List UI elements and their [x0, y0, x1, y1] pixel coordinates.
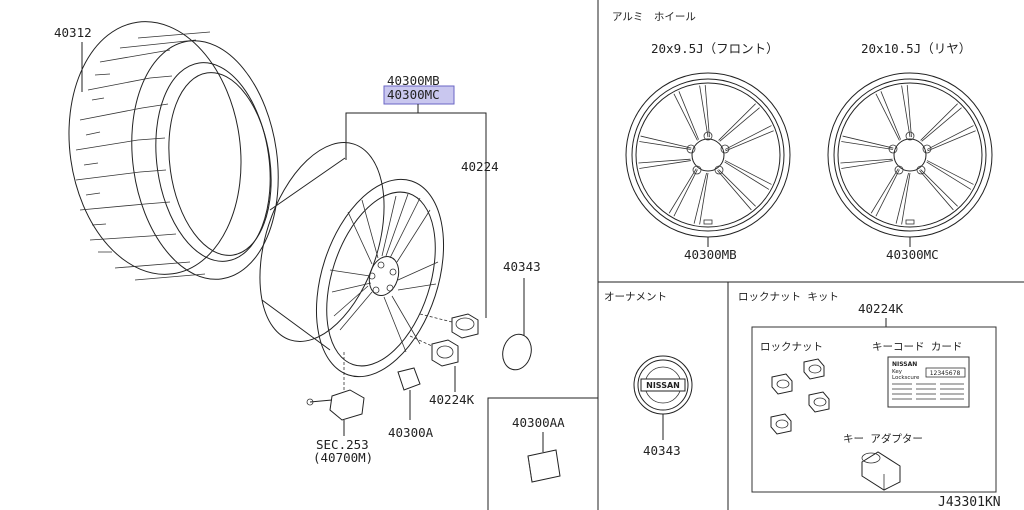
- tire-illustration: [68, 21, 279, 281]
- lock-nut-part-label: 40224K: [429, 392, 475, 407]
- rear-wheel-drawing: [827, 72, 993, 238]
- lock-nuts-illustration: [770, 358, 830, 435]
- card-line1-text: Key: [892, 369, 903, 375]
- wheel-mc-highlight: [383, 85, 455, 105]
- lock-nut-kit-box: [751, 326, 997, 493]
- lock-nut-sub-label: ロックナット: [760, 341, 823, 353]
- lock-nut-kit-title: ロックナット キット: [738, 291, 839, 303]
- ornament-illustration: NISSAN: [633, 355, 693, 415]
- front-wheel-code: 40300MB: [684, 247, 737, 262]
- sensor-sec-label: SEC.253: [316, 437, 369, 452]
- weight-illustration: [397, 367, 421, 420]
- card-brand-text: NISSAN: [892, 361, 917, 368]
- wheel-mc-label: 40300MC: [387, 87, 440, 102]
- wheel-bracket: [345, 104, 487, 318]
- lock-nut-kit-code: 40224K: [858, 301, 904, 316]
- nut-illustration: [419, 313, 479, 339]
- sensor-illustration: [306, 352, 365, 436]
- cap-part-label: 40343: [503, 259, 541, 274]
- front-size-label: 20x9.5J（フロント）: [651, 41, 779, 56]
- key-adapter-label: キー アダプター: [843, 432, 923, 445]
- nut-part-label: 40224: [461, 159, 499, 174]
- lock-nut-illustration: [409, 335, 459, 392]
- wheel-illustration: [259, 142, 445, 378]
- tire-part-label: 40312: [54, 25, 92, 40]
- key-adapter-illustration: [861, 451, 901, 491]
- front-wheel-drawing: [625, 72, 791, 238]
- wheel-mb-label: 40300MB: [387, 73, 440, 88]
- weight-part-label: 40300A: [388, 425, 434, 440]
- ornament-badge-text: NISSAN: [646, 381, 680, 390]
- panel-dividers: [487, 0, 1024, 510]
- weight-aa-part-label: 40300AA: [512, 415, 565, 430]
- key-code-card-label: キーコード カード: [872, 341, 962, 353]
- ornament-code: 40343: [643, 443, 681, 458]
- card-line2-text: Lockscure: [892, 375, 920, 381]
- rear-size-label: 20x10.5J（リヤ）: [861, 41, 971, 56]
- sensor-sub-label: (40700M): [313, 450, 373, 465]
- ornament-title: オーナメント: [604, 291, 667, 303]
- rear-wheel-code: 40300MC: [886, 247, 939, 262]
- weight-aa-illustration: [527, 449, 561, 483]
- diagram-code: J43301KN: [938, 495, 1001, 510]
- key-code-card-illustration: NISSAN Key Lockscure 12345678: [887, 356, 970, 408]
- alloy-wheel-title: アルミ ホイール: [612, 11, 696, 23]
- cap-illustration: [502, 333, 532, 371]
- card-number-text: 12345678: [930, 370, 961, 377]
